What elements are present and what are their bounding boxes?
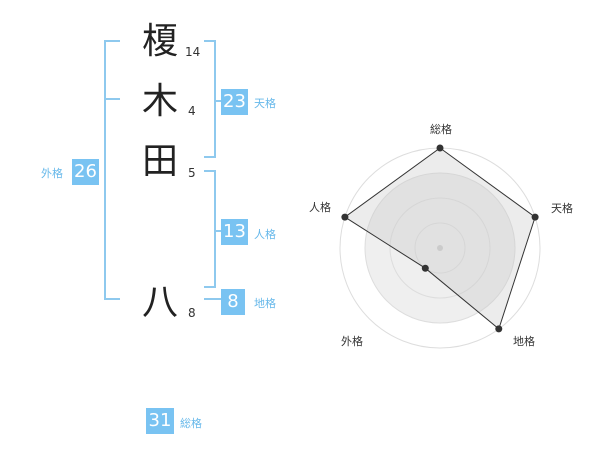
radar-center	[437, 245, 443, 251]
stroke-count-1: 14	[185, 45, 201, 59]
name-char-1: 榎	[141, 21, 178, 62]
radar-label-jinkaku: 人格	[309, 201, 331, 214]
soukaku-value: 31	[146, 408, 174, 434]
tenkaku-value: 23	[221, 89, 248, 115]
radar-point-4	[341, 213, 349, 221]
radar-point-3	[421, 264, 429, 272]
radar-point-0	[436, 144, 444, 152]
tenkaku-label: 天格	[254, 97, 276, 110]
radar-label-tenkaku: 天格	[551, 202, 573, 215]
radar-label-gaikaku: 外格	[341, 335, 363, 348]
radar-label-chikaku: 地格	[513, 335, 535, 348]
radar-ring	[414, 222, 466, 274]
radar-label-soukaku: 総格	[430, 123, 452, 136]
chikaku-label: 地格	[254, 297, 276, 310]
jinkaku-label: 人格	[254, 228, 276, 241]
radar-point-1	[531, 213, 539, 221]
stroke-count-3: 5	[188, 166, 196, 180]
soukaku-label: 総格	[180, 417, 202, 430]
stroke-count-2: 4	[188, 104, 196, 118]
jinkaku-value: 13	[221, 219, 248, 245]
name-char-2: 木	[141, 81, 178, 122]
gaikaku-value: 26	[72, 159, 99, 185]
radar-point-2	[495, 325, 503, 333]
radar-polygon	[344, 147, 536, 330]
gaikaku-label: 外格	[41, 167, 63, 180]
radar-ring	[389, 197, 491, 299]
radar-ring	[364, 172, 516, 324]
name-char-4: 八	[141, 282, 178, 323]
stroke-count-4: 8	[188, 306, 196, 320]
name-char-3: 田	[141, 141, 178, 182]
chikaku-value: 8	[221, 289, 245, 315]
